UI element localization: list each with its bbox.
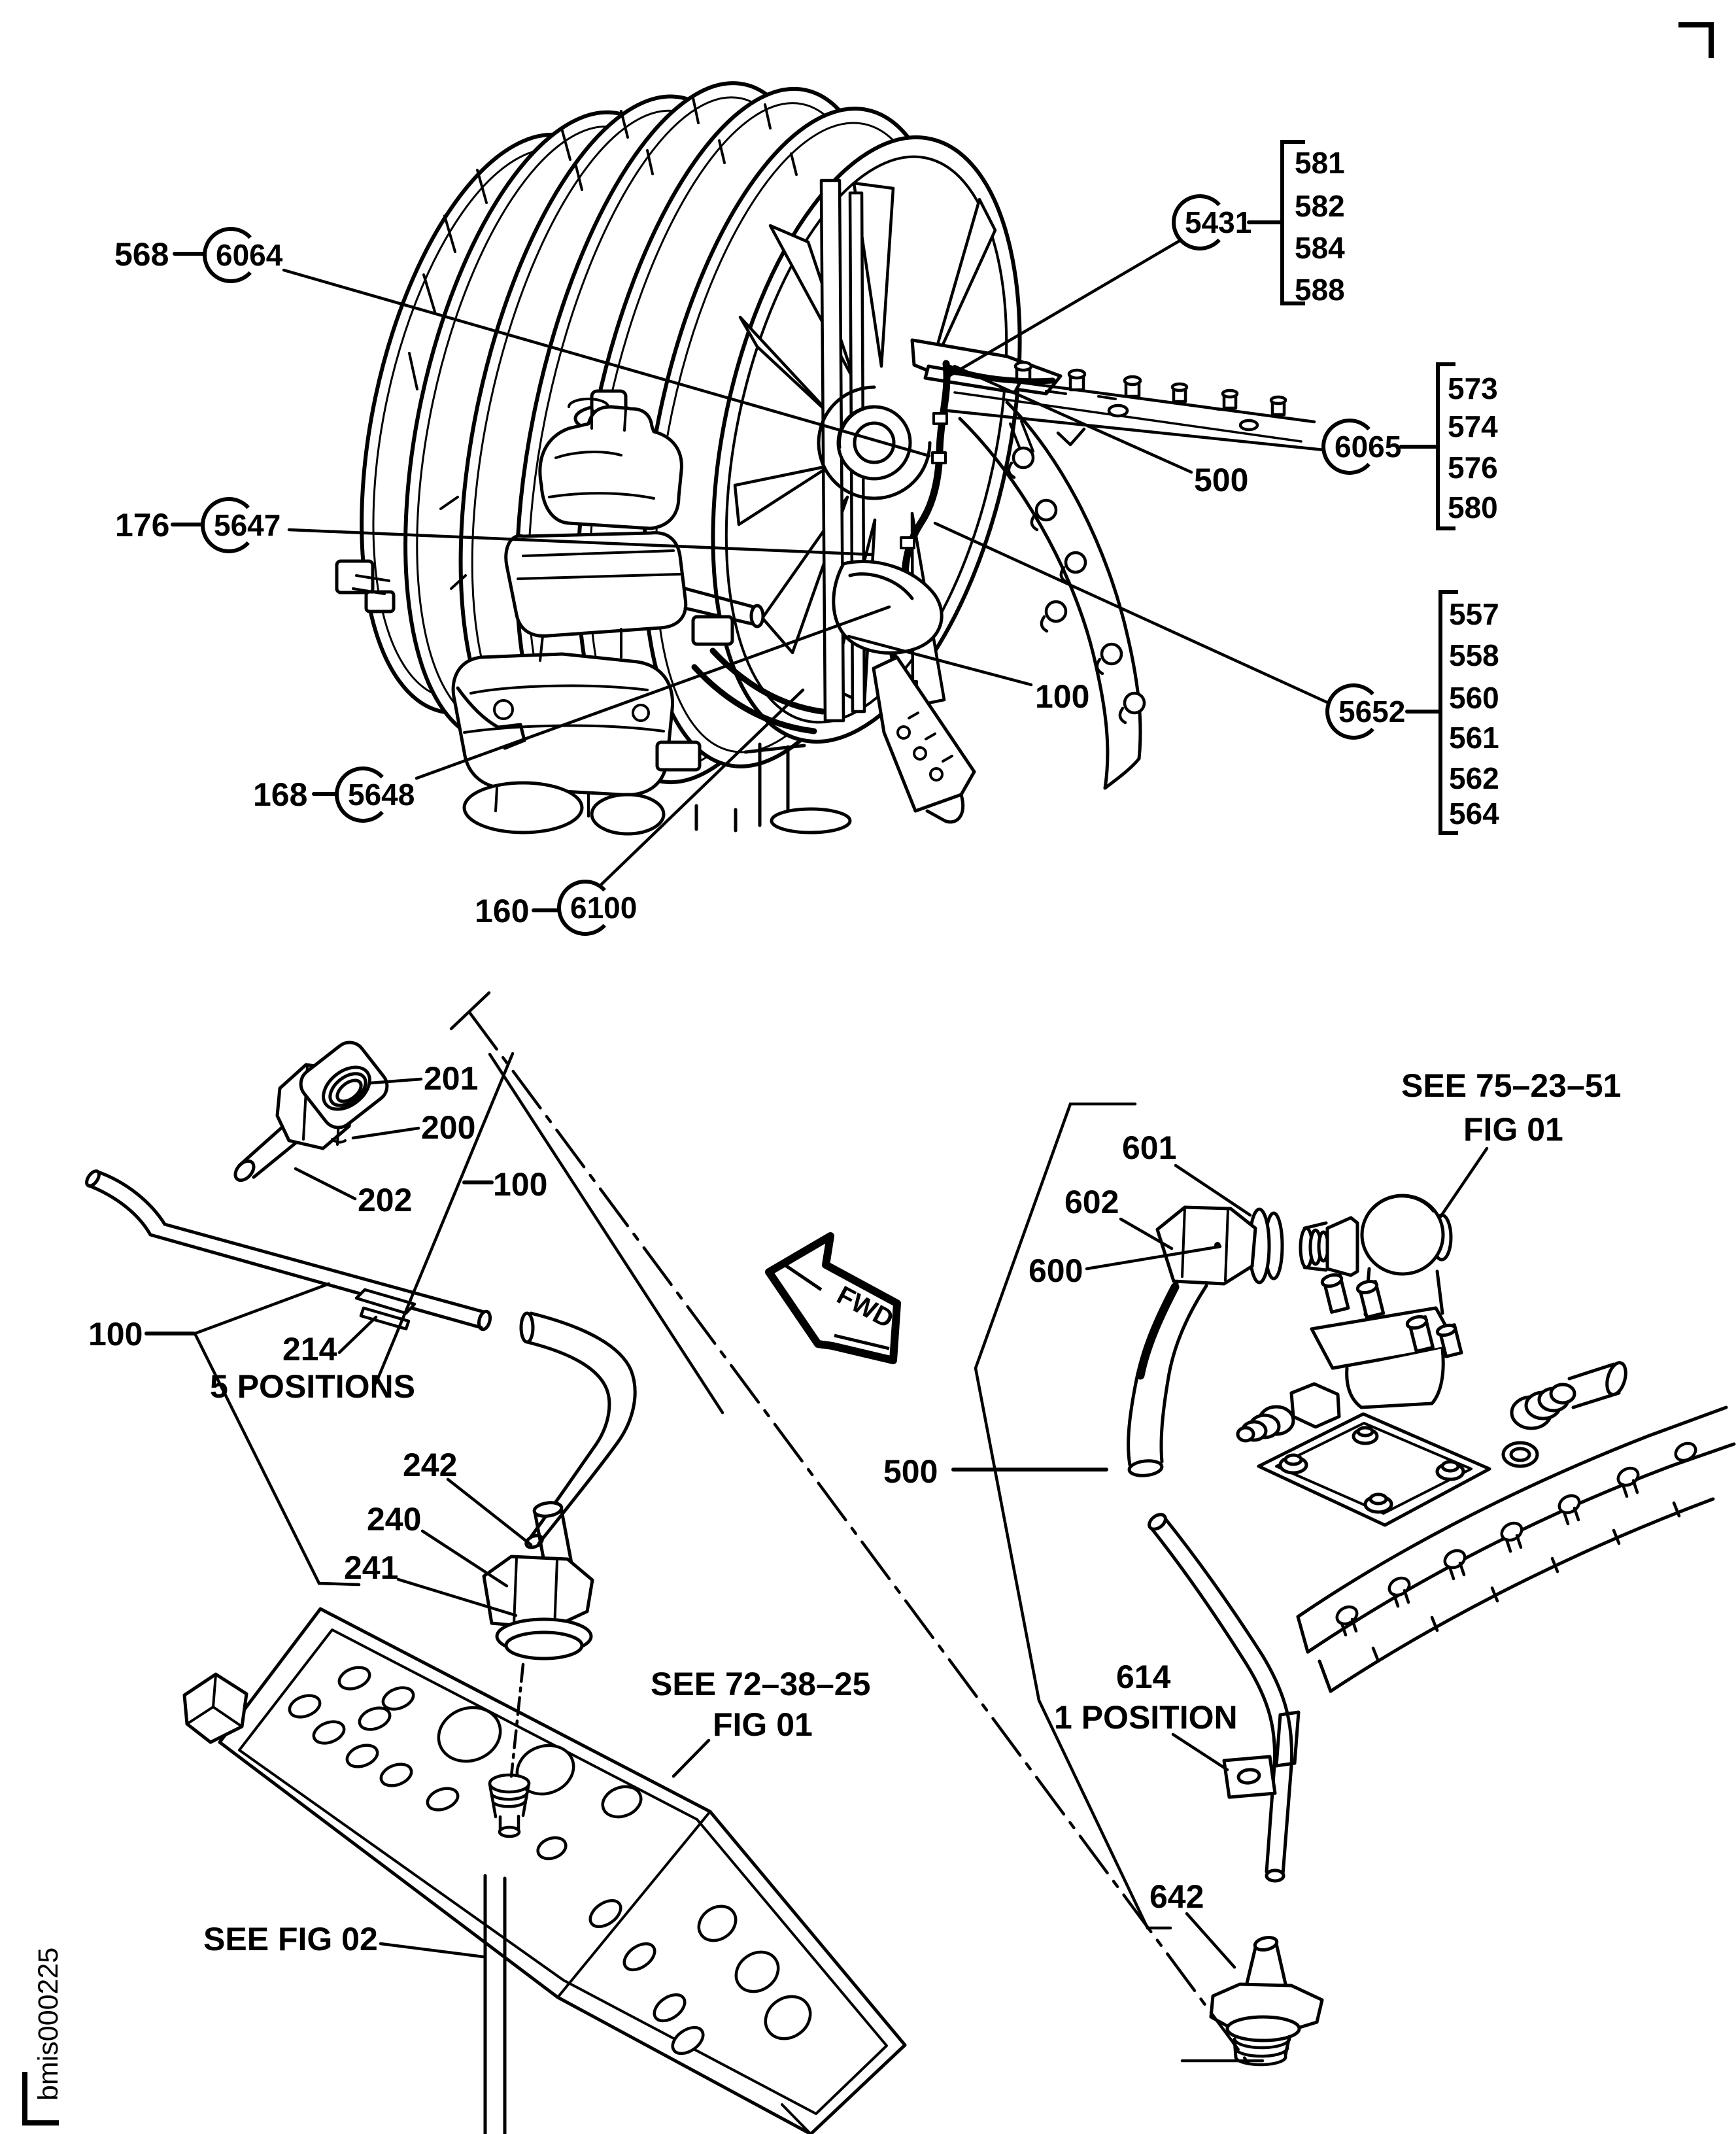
svg-text:581: 581 xyxy=(1295,146,1345,180)
svg-text:500: 500 xyxy=(1194,462,1248,498)
svg-text:202: 202 xyxy=(358,1182,412,1218)
svg-text:564: 564 xyxy=(1449,797,1499,831)
svg-text:5647: 5647 xyxy=(214,508,281,542)
svg-text:614: 614 xyxy=(1116,1659,1171,1695)
svg-text:200: 200 xyxy=(421,1109,475,1146)
svg-text:500: 500 xyxy=(883,1453,938,1490)
svg-text:602: 602 xyxy=(1064,1184,1119,1220)
svg-text:6065: 6065 xyxy=(1335,430,1401,464)
svg-text:5431: 5431 xyxy=(1185,205,1251,239)
svg-text:600: 600 xyxy=(1029,1252,1083,1289)
svg-text:201: 201 xyxy=(424,1060,478,1097)
svg-text:FIG 01: FIG 01 xyxy=(1463,1111,1563,1148)
svg-text:560: 560 xyxy=(1449,681,1499,715)
svg-text:573: 573 xyxy=(1448,371,1498,405)
svg-text:160: 160 xyxy=(475,893,529,929)
svg-text:SEE 72–38–25: SEE 72–38–25 xyxy=(651,1666,870,1702)
svg-text:241: 241 xyxy=(344,1549,398,1586)
svg-text:242: 242 xyxy=(403,1447,457,1483)
svg-text:6100: 6100 xyxy=(570,891,637,925)
svg-text:5648: 5648 xyxy=(348,778,415,812)
svg-text:576: 576 xyxy=(1448,451,1498,485)
svg-text:bmis000225: bmis000225 xyxy=(33,1948,64,2101)
svg-text:588: 588 xyxy=(1295,273,1345,307)
svg-text:561: 561 xyxy=(1449,721,1499,755)
svg-text:558: 558 xyxy=(1449,638,1499,672)
svg-text:580: 580 xyxy=(1448,490,1498,525)
svg-text:568: 568 xyxy=(114,236,169,273)
svg-text:5 POSITIONS: 5 POSITIONS xyxy=(210,1368,415,1405)
svg-text:6064: 6064 xyxy=(216,238,283,272)
svg-text:214: 214 xyxy=(282,1331,337,1368)
svg-text:5652: 5652 xyxy=(1338,695,1405,729)
svg-text:557: 557 xyxy=(1449,597,1499,631)
svg-text:574: 574 xyxy=(1448,409,1498,443)
svg-text:582: 582 xyxy=(1295,189,1345,223)
svg-text:SEE FIG 02: SEE FIG 02 xyxy=(203,1921,378,1957)
svg-text:176: 176 xyxy=(115,507,169,543)
svg-text:240: 240 xyxy=(367,1501,421,1538)
svg-text:SEE 75–23–51: SEE 75–23–51 xyxy=(1401,1067,1621,1104)
svg-text:100: 100 xyxy=(88,1316,143,1352)
svg-text:562: 562 xyxy=(1449,761,1499,795)
svg-text:168: 168 xyxy=(253,776,307,813)
svg-text:100: 100 xyxy=(1035,678,1089,715)
svg-text:601: 601 xyxy=(1122,1129,1176,1166)
svg-text:1 POSITION: 1 POSITION xyxy=(1054,1699,1238,1736)
svg-text:FIG 01: FIG 01 xyxy=(713,1706,813,1743)
svg-text:100: 100 xyxy=(493,1166,547,1203)
svg-text:584: 584 xyxy=(1295,231,1345,265)
svg-text:642: 642 xyxy=(1149,1878,1204,1915)
